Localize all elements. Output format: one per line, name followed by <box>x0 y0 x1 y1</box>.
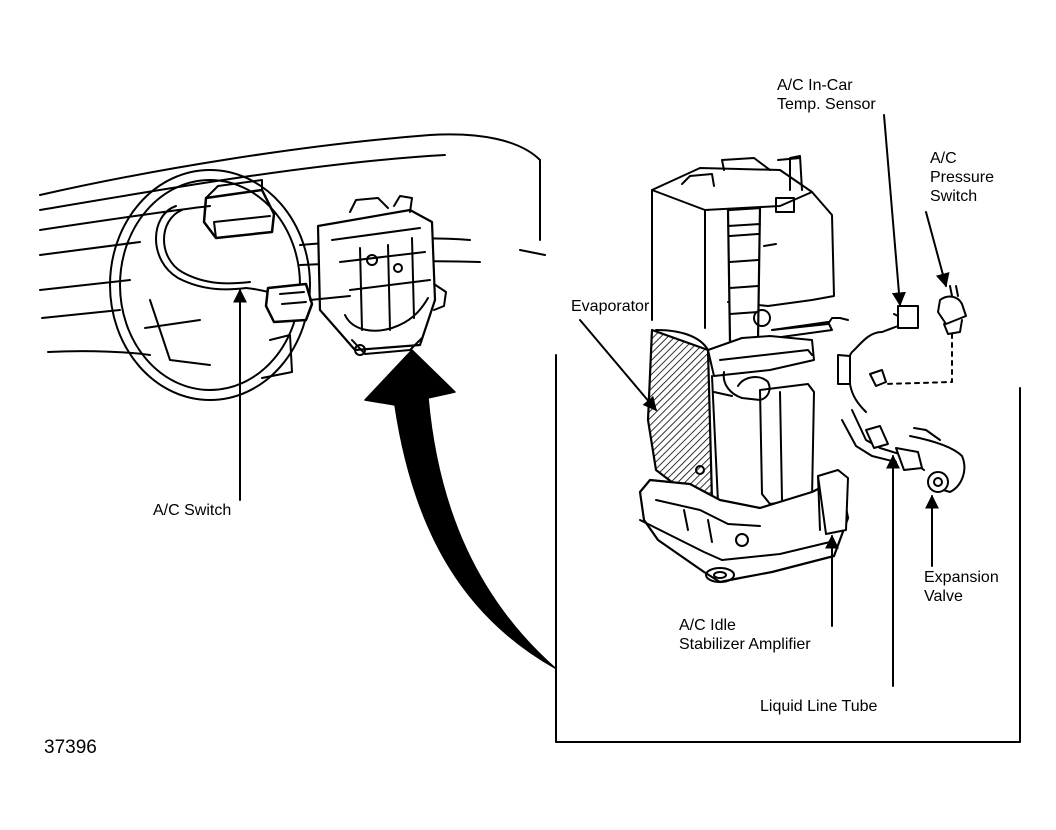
label-line: Temp. Sensor <box>777 96 876 113</box>
label-line: Valve <box>924 588 963 605</box>
curved-callout-arrow <box>364 349 556 669</box>
evaporator-assembly-illustration <box>638 155 967 584</box>
label-line: A/C In-Car <box>777 77 853 94</box>
label-line: Switch <box>930 188 978 205</box>
ac-switch-harness-illustration <box>155 179 314 324</box>
label-ac-idle-stabilizer-amplifier: A/C Idle Stabilizer Amplifier <box>679 616 811 654</box>
label-line: Pressure <box>930 169 995 186</box>
inset-frame <box>555 354 1021 743</box>
label-line: A/C <box>930 150 957 167</box>
label-line: A/C Idle <box>679 617 736 634</box>
label-expansion-valve: Expansion Valve <box>924 568 999 606</box>
dash-ac-unit-illustration <box>309 195 447 356</box>
label-line: Expansion <box>924 569 999 586</box>
leader-pressure-switch <box>925 211 950 288</box>
figure-number: 37396 <box>44 737 97 758</box>
label-ac-switch: A/C Switch <box>153 502 232 519</box>
label-evaporator: Evaporator <box>571 298 650 315</box>
label-liquid-line-tube: Liquid Line Tube <box>760 698 878 715</box>
label-line: Stabilizer Amplifier <box>679 636 811 653</box>
leader-evaporator <box>579 319 657 412</box>
label-ac-pressure-switch: A/C Pressure Switch <box>930 149 994 206</box>
leader-incar-sensor <box>883 114 906 307</box>
dashboard-illustration <box>39 133 546 379</box>
label-ac-incar-temp-sensor: A/C In-Car Temp. Sensor <box>777 76 876 114</box>
leader-lines <box>233 114 950 687</box>
